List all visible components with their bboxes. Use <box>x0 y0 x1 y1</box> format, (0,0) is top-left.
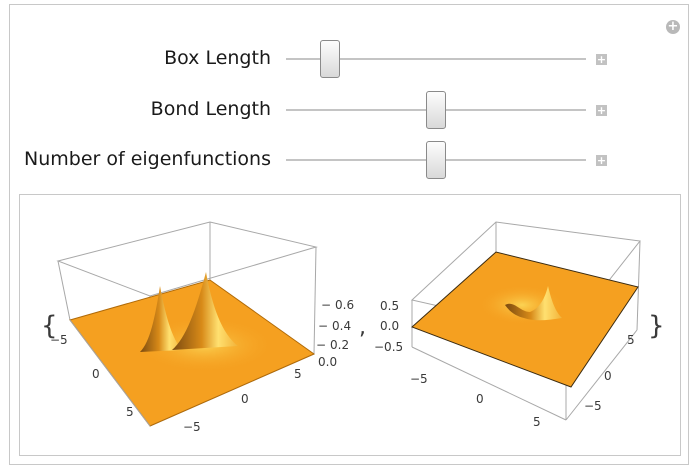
box-length-label: Box Length <box>164 47 271 69</box>
plot2-z-tick: −0.5 <box>374 340 403 354</box>
bond-length-slider-thumb[interactable] <box>426 91 446 129</box>
plot3d-2[interactable]: 0.5 0.0 −0.5 −5 0 5 5 0 −5 <box>374 221 641 429</box>
plot2-x-tick: 0 <box>476 392 484 406</box>
plot1-x-axis: −5 0 5 <box>183 367 302 434</box>
plot1-z-tick: 0.4 <box>332 319 351 333</box>
plot1-peak-right <box>172 272 238 350</box>
plot2-y-tick: −5 <box>584 399 602 413</box>
eigenfunctions-label: Number of eigenfunctions <box>24 148 271 170</box>
separator-comma: , <box>359 315 366 340</box>
plot1-z-minus: − <box>316 338 326 352</box>
eigenfunctions-plus-icon[interactable]: + <box>596 154 607 167</box>
plot1-y-tick: 0 <box>92 367 100 381</box>
plot1-x-tick: −5 <box>183 420 201 434</box>
plot1-z-axis: 0.6 0.4 0.2 0.0 − − − <box>316 298 354 369</box>
bond-length-label: Bond Length <box>150 98 271 120</box>
box-length-plus-icon[interactable]: + <box>596 53 607 66</box>
box-length-slider-track[interactable] <box>286 58 586 60</box>
plot2-x-axis: −5 0 5 <box>410 372 541 429</box>
control-row-eigenfunctions: Number of eigenfunctions + <box>0 141 699 179</box>
plot2-z-tick: 0.0 <box>380 319 399 333</box>
plot2-y-tick: 5 <box>627 333 635 347</box>
plot2-z-tick: 0.5 <box>380 299 399 313</box>
plot1-z-minus: − <box>318 319 328 333</box>
eigenfunctions-slider-thumb[interactable] <box>426 141 446 179</box>
open-brace: { <box>41 311 58 341</box>
plot1-z-minus: − <box>321 298 331 312</box>
plot1-z-tick: 0.6 <box>335 298 354 312</box>
plot1-z-tick: 0.2 <box>330 338 349 352</box>
plot1-x-tick: 0 <box>241 392 249 406</box>
plot1-y-tick: 5 <box>126 405 134 419</box>
plot1-z-tick: 0.0 <box>318 355 337 369</box>
control-row-box-length: Box Length + <box>0 40 699 78</box>
plot1-y-axis: −5 0 5 <box>50 333 134 419</box>
plot2-x-tick: −5 <box>410 372 428 386</box>
plot2-peak <box>505 286 562 321</box>
box-length-slider-thumb[interactable] <box>320 40 340 78</box>
expand-plus-icon[interactable]: + <box>666 19 680 34</box>
plot1-peak-left <box>140 286 182 352</box>
plot2-y-axis: 5 0 −5 <box>584 333 635 413</box>
plot2-z-axis: 0.5 0.0 −0.5 <box>374 299 403 354</box>
plot2-x-tick: 5 <box>533 415 541 429</box>
plot2-y-tick: 0 <box>604 369 612 383</box>
plot1-x-tick: 5 <box>294 367 302 381</box>
plot1-y-tick: −5 <box>50 333 68 347</box>
control-row-bond-length: Bond Length + <box>0 91 699 129</box>
plot3d-1[interactable]: 0.6 0.4 0.2 0.0 − − − −5 0 5 −5 0 5 <box>50 221 354 434</box>
close-brace: } <box>648 311 665 341</box>
bond-length-plus-icon[interactable]: + <box>596 104 607 117</box>
